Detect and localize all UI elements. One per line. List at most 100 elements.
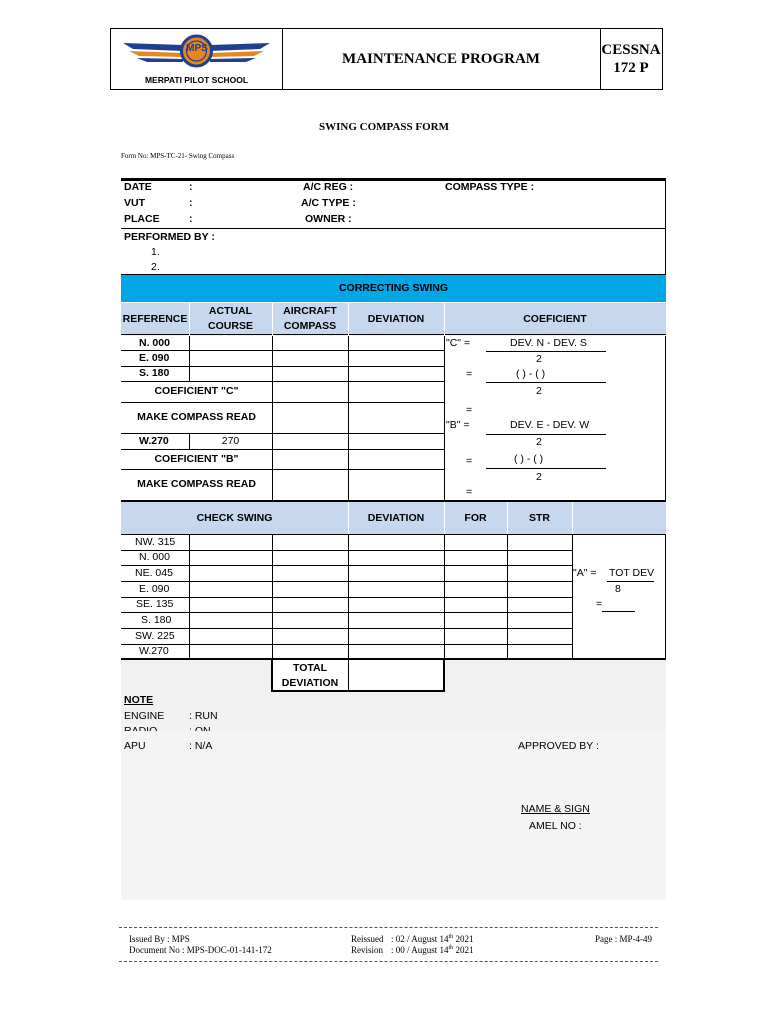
correcting-body (121, 336, 666, 500)
reissued-label: Reissued (351, 934, 384, 944)
check-row-n000: N. 000 (139, 551, 170, 563)
check-row-se135: SE. 135 (136, 598, 174, 610)
col-actual-line1: ACTUAL (208, 305, 253, 317)
a-label: "A" = (573, 567, 597, 579)
ref-s180: S. 180 (139, 367, 170, 379)
w270-actual: 270 (221, 434, 240, 447)
c-result-eq: = (466, 404, 473, 416)
aircraft-line-1: CESSNA (601, 42, 661, 58)
a-formula: TOT DEV (609, 567, 655, 579)
ac-type-label: A/C TYPE : (301, 197, 356, 209)
program-title: MAINTENANCE PROGRAM (282, 29, 601, 89)
col-coeficient: COEFICIENT (523, 312, 587, 325)
ref-w270: W.270 (139, 435, 169, 447)
aircraft-line-2: 172 P (613, 60, 649, 76)
date-colon: : (189, 181, 193, 193)
b-label: "B" = (446, 419, 470, 431)
apu-value: : N/A (189, 740, 213, 752)
ac-reg-label: A/C REG : (303, 181, 354, 193)
col-deviation: DEVIATION (367, 312, 425, 325)
c-label: "C" = (446, 337, 471, 349)
document-no: Document No : MPS-DOC-01-141-172 (129, 945, 272, 955)
info-block (121, 178, 666, 229)
note-title: NOTE (124, 694, 154, 706)
total-line1: TOTAL (292, 662, 328, 674)
name-sign-label: NAME & SIGN (521, 803, 590, 815)
c-formula: DEV. N - DEV. S (510, 337, 587, 349)
col-str: STR (529, 511, 550, 524)
school-logo-icon (123, 34, 270, 68)
issued-by: Issued By : MPS (129, 934, 190, 944)
check-row-e090: E. 090 (139, 583, 170, 595)
performed-by-block (121, 229, 666, 275)
logo-letters: MPS (186, 43, 208, 54)
compass-type-label: COMPASS TYPE : (445, 181, 535, 193)
vut-label: VUT (124, 197, 145, 209)
engine-value: : RUN (189, 710, 218, 722)
document-header: MPS MERPATI PILOT SCHOOL MAINTENANCE PRO… (110, 28, 663, 90)
col-aircraft-line1: AIRCRAFT (283, 305, 337, 317)
col-check-deviation: DEVIATION (367, 511, 425, 524)
check-row-nw315: NW. 315 (135, 536, 176, 548)
form-title: SWING COMPASS FORM (319, 121, 449, 133)
b-formula: DEV. E - DEV. W (510, 419, 590, 431)
col-actual-line2: COURSE (208, 320, 253, 332)
coef-c-label: COEFICIENT "C" (154, 385, 239, 397)
c-paren: ( ) - ( ) (516, 368, 546, 380)
total-line2: DEVIATION (281, 677, 339, 689)
col-aircraft-line2: COMPASS (283, 320, 337, 332)
b-paren: ( ) - ( ) (514, 453, 544, 465)
check-row-w270: W.270 (139, 645, 169, 657)
revision-year: 2021 (453, 945, 474, 955)
approved-by-label: APPROVED BY : (518, 740, 599, 752)
col-aircraft-compass: AIRCRAFT COMPASS (272, 303, 348, 335)
reissued-year: 2021 (453, 934, 474, 944)
total-deviation-box (271, 660, 445, 692)
revision-label: Revision (351, 945, 384, 955)
check-row-ne045: NE. 045 (135, 567, 173, 579)
revision-date: : 00 / August 14 (391, 945, 449, 955)
c-divisor-2: 2 (536, 385, 542, 397)
a-divisor: 8 (615, 583, 621, 595)
vut-colon: : (189, 197, 193, 209)
page-number: Page : MP-4-49 (595, 934, 652, 944)
school-name: MERPATI PILOT SCHOOL (144, 75, 249, 85)
b-divisor: 2 (536, 436, 542, 448)
footer-bottom-rule (119, 961, 658, 962)
coef-b-label: COEFICIENT "B" (154, 452, 239, 465)
ref-n000: N. 000 (139, 337, 170, 349)
swing-compass-form: DATE : VUT : PLACE : A/C REG : A/C TYPE … (121, 178, 666, 737)
reissued-value: : 02 / August 14th 2021 (391, 934, 473, 944)
check-header-row (121, 502, 666, 534)
c-eq: = (466, 368, 473, 380)
form-lower-area (121, 731, 666, 900)
revision-value: : 00 / August 14th 2021 (391, 945, 473, 955)
b-eq: = (466, 455, 473, 467)
ref-e090: E. 090 (139, 352, 170, 364)
form-number: Form No: MPS-TC-21- Swing Compass (121, 152, 235, 160)
correcting-swing-banner: CORRECTING SWING (121, 275, 666, 304)
logo-cell: MPS MERPATI PILOT SCHOOL (111, 29, 283, 89)
c-divisor: 2 (536, 353, 542, 365)
performed-by-label: PERFORMED BY : (124, 231, 215, 243)
total-deviation-label: TOTAL DEVIATION (272, 660, 348, 692)
b-result-eq: = (466, 486, 473, 498)
reissued-date: : 02 / August 14 (391, 934, 449, 944)
aircraft-model: CESSNA 172 P (600, 29, 662, 89)
apu-label: APU (124, 740, 146, 752)
performer-1: 1. (151, 246, 160, 258)
col-for: FOR (464, 511, 487, 524)
col-check-swing: CHECK SWING (196, 511, 273, 524)
check-row-sw225: SW. 225 (135, 630, 175, 642)
date-label: DATE (124, 181, 152, 193)
place-colon: : (189, 213, 193, 225)
make-compass-read-1: MAKE COMPASS READ (137, 411, 256, 423)
make-compass-read-2: MAKE COMPASS READ (137, 478, 256, 490)
correcting-header-row (121, 303, 666, 335)
reissued-th: th (448, 934, 454, 940)
col-reference: REFERENCE (122, 312, 188, 325)
performer-2: 2. (151, 261, 160, 273)
revision-th: th (448, 945, 454, 951)
place-label: PLACE (124, 213, 160, 225)
footer-top-rule (119, 927, 658, 928)
